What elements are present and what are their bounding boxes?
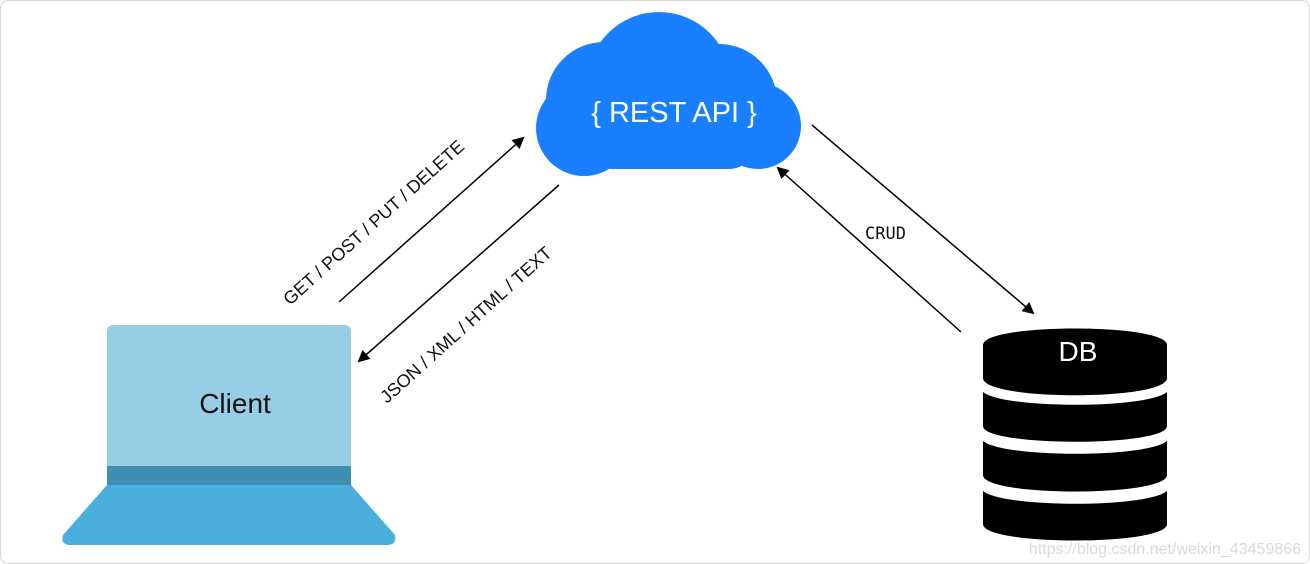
api-to-db-arrow (811, 124, 1035, 315)
laptop-base (62, 485, 396, 545)
database-icon (983, 328, 1167, 541)
watermark-text: https://blog.csdn.net/weixin_43459866 (1029, 541, 1301, 558)
client-laptop: Client (62, 325, 396, 545)
cloud-icon (536, 12, 801, 176)
db-to-api-arrow (776, 166, 962, 333)
db-label: DB (1059, 336, 1098, 367)
database: DB (983, 328, 1167, 541)
request-methods-label: GET / POST / PUT / DELETE (279, 136, 468, 309)
rest-api-label: { REST API } (591, 97, 757, 129)
client-label: Client (199, 388, 271, 419)
crud-label: CRUD (865, 224, 906, 244)
laptop-screen (107, 325, 351, 470)
request-arrow (338, 136, 525, 303)
rest-api-cloud: { REST API } (536, 12, 801, 176)
response-arrow (357, 184, 560, 363)
laptop-icon (62, 325, 396, 545)
laptop-hinge (107, 466, 351, 485)
